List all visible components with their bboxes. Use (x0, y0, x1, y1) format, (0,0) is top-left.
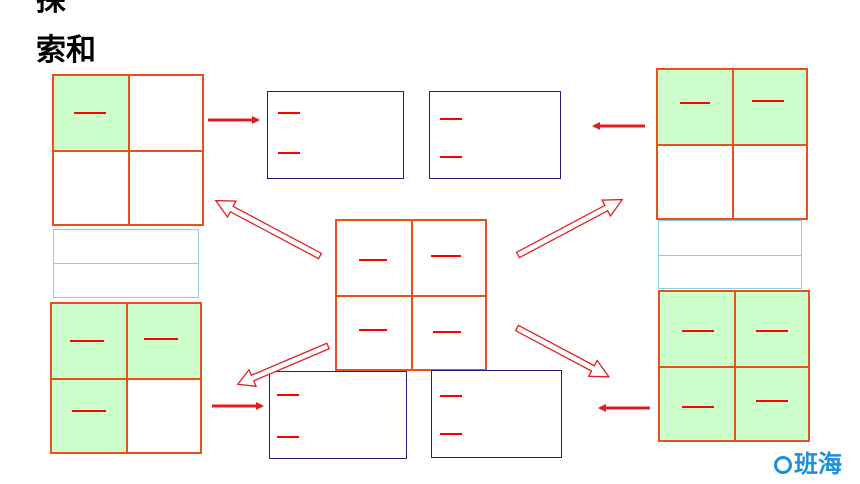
grid-center (335, 219, 487, 371)
fraction-dash (431, 255, 461, 257)
grid-top-right (656, 68, 808, 220)
title-line-1: 探 (36, 0, 66, 18)
grid-cell-shaded (734, 70, 806, 144)
answer-box-top-1 (267, 91, 404, 179)
fraction-dash (682, 406, 714, 408)
hollow-arrow-up-left (214, 199, 323, 260)
fraction-dash (74, 112, 106, 114)
hollow-arrow-down-left (236, 342, 331, 388)
grid-top-left (52, 74, 204, 226)
answer-box-bottom-1 (269, 371, 407, 459)
fraction-dash (277, 436, 299, 438)
fraction-dash (756, 330, 788, 332)
fraction-dash (680, 102, 710, 104)
strip-right-lower (658, 255, 802, 289)
fraction-dash (440, 433, 462, 435)
fraction-dash (440, 395, 462, 397)
grid-cell-shaded (52, 380, 126, 452)
logo-mark-icon (774, 456, 792, 474)
fraction-dash (278, 152, 300, 154)
logo-text: 班海 (794, 450, 842, 478)
hollow-arrow-up-right (515, 198, 624, 259)
fraction-dash (359, 259, 387, 261)
fraction-dash (70, 340, 104, 342)
fraction-dash (682, 330, 714, 332)
grid-divider (660, 366, 808, 368)
grid-divider (337, 295, 485, 297)
fraction-dash (440, 118, 462, 120)
fraction-dash (359, 329, 387, 331)
fraction-dash (433, 331, 461, 333)
grid-bottom-right (658, 290, 810, 442)
answer-box-bottom-2 (431, 370, 562, 458)
fraction-dash (144, 338, 178, 340)
grid-bottom-left (50, 302, 202, 454)
fraction-dash (752, 100, 784, 102)
answer-box-top-2 (429, 91, 561, 179)
fraction-dash (72, 410, 106, 412)
grid-divider (54, 150, 202, 152)
fraction-dash (756, 400, 788, 402)
fraction-dash (440, 156, 462, 158)
fraction-dash (277, 394, 299, 396)
grid-cell-shaded (658, 70, 732, 144)
grid-divider (52, 378, 200, 380)
brand-logo: 班海 (774, 452, 842, 476)
grid-cell-shaded (128, 304, 200, 378)
hollow-arrow-down-right (514, 324, 611, 378)
strip-left-lower (53, 263, 199, 298)
fraction-dash (278, 112, 300, 114)
title-line-2: 索和 (36, 33, 96, 68)
grid-divider (658, 144, 806, 146)
